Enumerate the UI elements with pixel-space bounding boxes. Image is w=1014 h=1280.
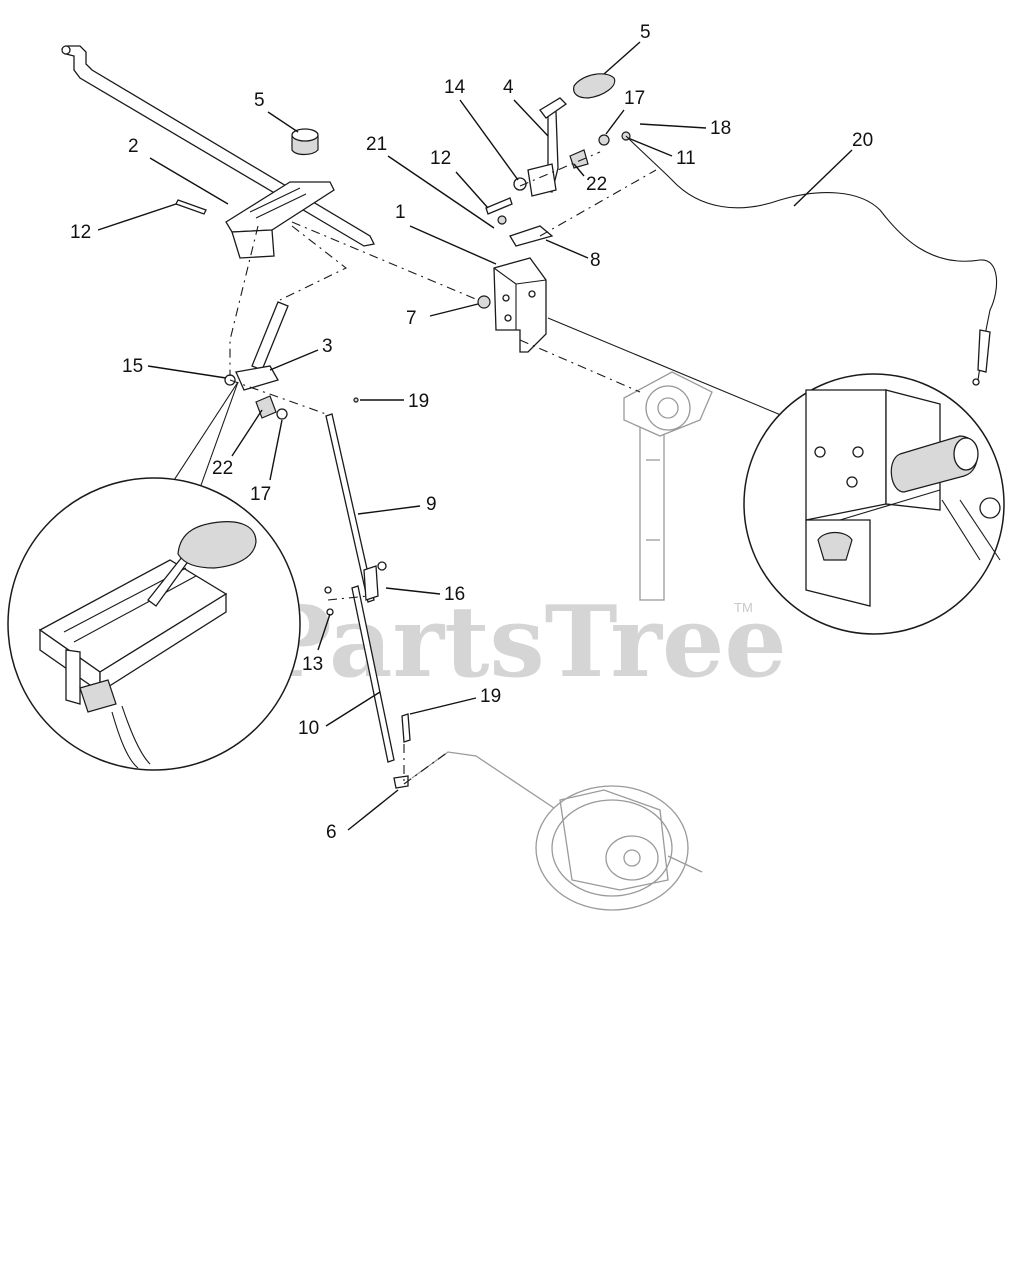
- callout-22-right: 22: [586, 174, 607, 195]
- callout-22-left: 22: [212, 458, 233, 479]
- detail-view-lever: [7, 381, 301, 771]
- ghost-wheel: [411, 751, 703, 911]
- assembly-lines: [229, 151, 657, 785]
- callout-5-right: 5: [640, 22, 651, 43]
- callout-14: 14: [444, 77, 466, 98]
- ghost-frame: [623, 371, 713, 601]
- callout-7: 7: [406, 308, 417, 329]
- watermark-trademark: TM: [734, 600, 753, 615]
- callout-5-left: 5: [254, 90, 265, 111]
- watermark-brand: PartsTree: [258, 585, 787, 700]
- shift-rod: [61, 45, 375, 247]
- callout-15: 15: [122, 356, 143, 377]
- callout-9: 9: [426, 494, 437, 515]
- callout-2: 2: [128, 136, 139, 157]
- callout-17-right: 17: [624, 88, 645, 109]
- watermark: PartsTree TM: [258, 585, 787, 700]
- callout-17-left: 17: [250, 484, 271, 505]
- callout-3: 3: [322, 336, 333, 357]
- callouts: 1 2 3 4 5 5 6 7 8 9 10 11 12 12 13 14 15: [70, 22, 873, 843]
- callout-16: 16: [444, 584, 465, 605]
- main-bracket: [477, 257, 547, 353]
- callout-10: 10: [298, 718, 319, 739]
- link-rods: [324, 397, 411, 789]
- callout-6: 6: [326, 822, 337, 843]
- callout-11: 11: [676, 148, 696, 169]
- callout-20: 20: [852, 130, 873, 151]
- callout-13: 13: [302, 654, 323, 675]
- callout-21: 21: [366, 134, 387, 155]
- lower-lever: [224, 301, 289, 420]
- callout-19-upper: 19: [408, 391, 429, 412]
- callout-18: 18: [710, 118, 731, 139]
- control-cable: [625, 135, 998, 386]
- callout-12-right: 12: [430, 148, 451, 169]
- upper-lever-assembly: [485, 73, 631, 247]
- shift-plate-assembly: [175, 128, 335, 259]
- callout-19-lower: 19: [480, 686, 501, 707]
- detail-view-bracket: [547, 317, 1005, 635]
- callout-8: 8: [590, 250, 601, 271]
- callout-12-left: 12: [70, 222, 91, 243]
- callout-1: 1: [395, 202, 406, 223]
- callout-4: 4: [503, 77, 514, 98]
